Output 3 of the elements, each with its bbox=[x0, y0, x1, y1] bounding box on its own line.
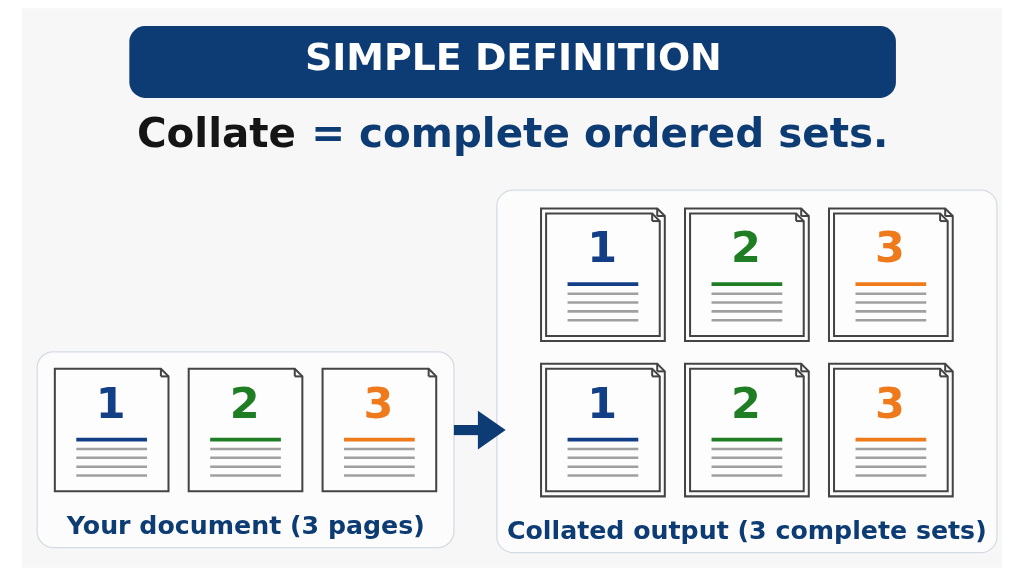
caption: Collate = complete ordered sets. bbox=[136, 108, 889, 157]
arrow bbox=[453, 410, 506, 450]
diagram-title: SIMPLE DEFINITION bbox=[304, 35, 722, 80]
